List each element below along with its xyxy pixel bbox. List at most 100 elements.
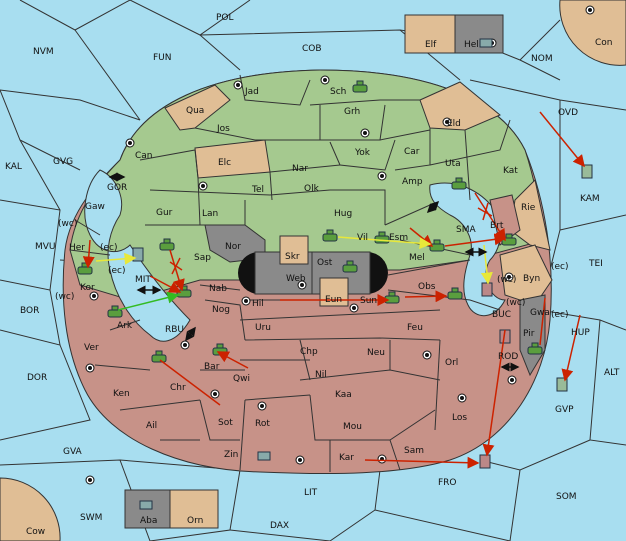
region-qua[interactable] xyxy=(164,84,231,131)
region-hel[interactable] xyxy=(454,14,504,54)
sea-label-nom: NOM xyxy=(531,54,553,64)
army-unit xyxy=(151,350,167,363)
label-vil: Vil xyxy=(357,233,368,243)
coast-label-kor-wc: (wc) xyxy=(55,292,74,302)
label-hil: Hil xyxy=(252,299,264,309)
region-eld[interactable] xyxy=(419,81,501,131)
label-ken: Ken xyxy=(113,389,130,399)
sea-label-buc: BUC xyxy=(492,310,511,320)
coast-labels: (wc) (ec) (ec) (wc) (wc) (ec) (wc) (ec) xyxy=(55,219,569,320)
sea-label-sma: SMA xyxy=(456,225,476,235)
army-unit xyxy=(342,260,358,273)
coast-label-gwa-wc: (wc) xyxy=(506,298,525,308)
sea-label-nvm: NVM xyxy=(33,47,54,57)
label-nor: Nor xyxy=(225,242,241,252)
label-gwa: Gwa xyxy=(530,308,550,318)
coast-label-byn-wc: (wc) xyxy=(497,275,516,285)
sea-label-dor: DOR xyxy=(27,373,47,383)
sea-label-gvg: GVG xyxy=(53,157,73,167)
label-chp: Chp xyxy=(300,347,318,357)
label-uta: Uta xyxy=(445,159,461,169)
label-orl: Orl xyxy=(445,358,458,368)
label-sch: Sch xyxy=(330,87,346,97)
label-mou: Mou xyxy=(343,422,362,432)
label-qwi: Qwi xyxy=(233,374,250,384)
label-zin: Zin xyxy=(224,450,238,460)
label-sam: Sam xyxy=(404,446,424,456)
fleet-unit xyxy=(481,282,493,297)
label-neu: Neu xyxy=(367,348,385,358)
region-byn[interactable] xyxy=(499,244,553,306)
label-ail: Ail xyxy=(146,421,157,431)
sea-label-mit: MIT xyxy=(135,275,151,285)
region-eun[interactable] xyxy=(319,277,349,307)
label-car: Car xyxy=(404,147,420,157)
label-orn: Orn xyxy=(187,516,203,526)
army-unit xyxy=(352,80,368,93)
label-ark: Ark xyxy=(117,321,133,331)
label-skr: Skr xyxy=(285,252,300,262)
label-sap: Sap xyxy=(194,253,211,263)
label-mel: Mel xyxy=(409,253,425,263)
label-esm: Esm xyxy=(389,233,408,243)
coast-label-gwa-ec: (ec) xyxy=(551,310,569,320)
label-hel: Hel xyxy=(464,40,479,50)
region-cow[interactable] xyxy=(0,477,61,541)
sea-label-ovd: OVD xyxy=(558,108,578,118)
label-kor: Kor xyxy=(80,283,95,293)
label-lan: Lan xyxy=(202,209,218,219)
army-unit xyxy=(447,287,463,300)
label-can: Can xyxy=(135,151,153,161)
label-yok: Yok xyxy=(354,148,371,158)
label-ver: Ver xyxy=(84,343,99,353)
label-sun: Sun xyxy=(360,296,377,306)
label-bar: Bar xyxy=(204,362,220,372)
sea-label-bor: BOR xyxy=(20,306,39,316)
label-byn: Byn xyxy=(523,274,540,284)
continent xyxy=(62,69,553,475)
supply-centers xyxy=(85,5,595,485)
label-chr: Chr xyxy=(170,383,186,393)
label-nog: Nog xyxy=(212,305,230,315)
sea-label-fro: FRO xyxy=(438,478,457,488)
label-elc: Elc xyxy=(218,158,231,168)
region-skr[interactable] xyxy=(279,235,309,265)
region-pir[interactable] xyxy=(519,294,546,377)
sea-label-gva: GVA xyxy=(63,447,83,457)
label-los: Los xyxy=(452,413,467,423)
label-sot: Sot xyxy=(218,418,233,428)
sea-label-kal: KAL xyxy=(5,162,22,172)
label-olk: Olk xyxy=(304,184,320,194)
label-pir: Pir xyxy=(523,329,535,339)
coast-label-kor-ec: (ec) xyxy=(108,266,126,276)
army-unit xyxy=(107,305,123,318)
channel-arrows xyxy=(108,172,520,372)
region-orn[interactable] xyxy=(169,489,219,529)
label-nar: Nar xyxy=(292,164,308,174)
sea-label-gvp: GVP xyxy=(555,405,574,415)
label-hug: Hug xyxy=(334,209,352,219)
army-unit xyxy=(159,238,175,251)
sea-label-swm: SWM xyxy=(80,513,102,523)
label-rie: Rie xyxy=(521,203,536,213)
order-arrows xyxy=(82,111,585,469)
coast-label-her-ec: (ec) xyxy=(100,243,118,253)
sea-label-gor: GOR xyxy=(107,183,127,193)
label-jos: Jos xyxy=(216,124,230,134)
fleet-unit xyxy=(479,38,493,48)
label-nab: Nab xyxy=(209,284,227,294)
label-rot: Rot xyxy=(255,419,270,429)
fleet-unit xyxy=(139,500,153,510)
label-grh: Grh xyxy=(344,107,360,117)
label-elf: Elf xyxy=(425,40,437,50)
label-feu: Feu xyxy=(407,323,423,333)
sea-label-som: SOM xyxy=(556,492,577,502)
coast-label-byn-ec: (ec) xyxy=(551,262,569,272)
region-con[interactable] xyxy=(559,0,626,66)
label-kat: Kat xyxy=(503,166,518,176)
sea-label-rbu: RBU xyxy=(165,325,184,335)
region-elf[interactable] xyxy=(404,14,456,54)
